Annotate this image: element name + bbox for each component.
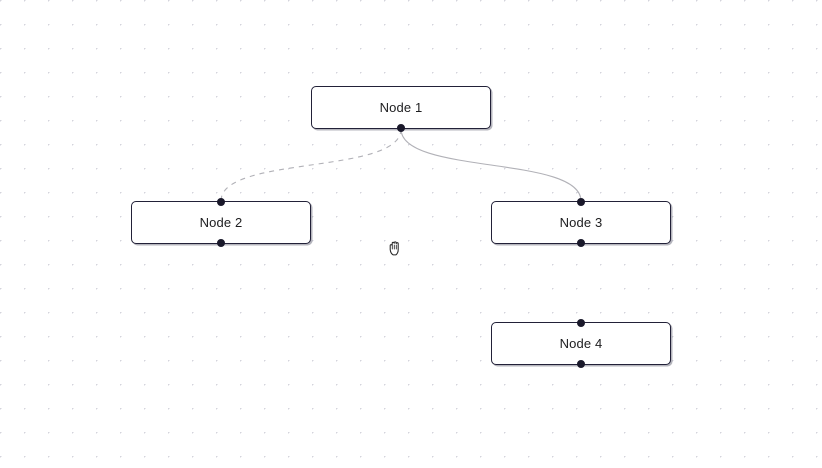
node-label: Node 2 (199, 215, 243, 230)
handle-bottom-node-3[interactable] (577, 239, 585, 247)
flow-node-node-1[interactable]: Node 1 (311, 86, 491, 132)
node-label: Node 3 (559, 215, 603, 230)
flow-node-node-3[interactable]: Node 3 (491, 198, 671, 247)
handle-top-node-3[interactable] (577, 198, 585, 206)
flow-node-node-2[interactable]: Node 2 (131, 198, 311, 247)
handle-bottom-node-1[interactable] (397, 124, 405, 132)
flow-node-node-4[interactable]: Node 4 (491, 319, 671, 368)
node-label: Node 4 (559, 336, 603, 351)
handle-top-node-2[interactable] (217, 198, 225, 206)
handle-bottom-node-4[interactable] (577, 360, 585, 368)
node-label: Node 1 (379, 100, 423, 115)
grab-hand-cursor (389, 241, 399, 256)
edge-node1-node2 (220, 128, 402, 202)
edge-node1-node3 (400, 128, 582, 202)
handle-top-node-4[interactable] (577, 319, 585, 327)
handle-bottom-node-2[interactable] (217, 239, 225, 247)
